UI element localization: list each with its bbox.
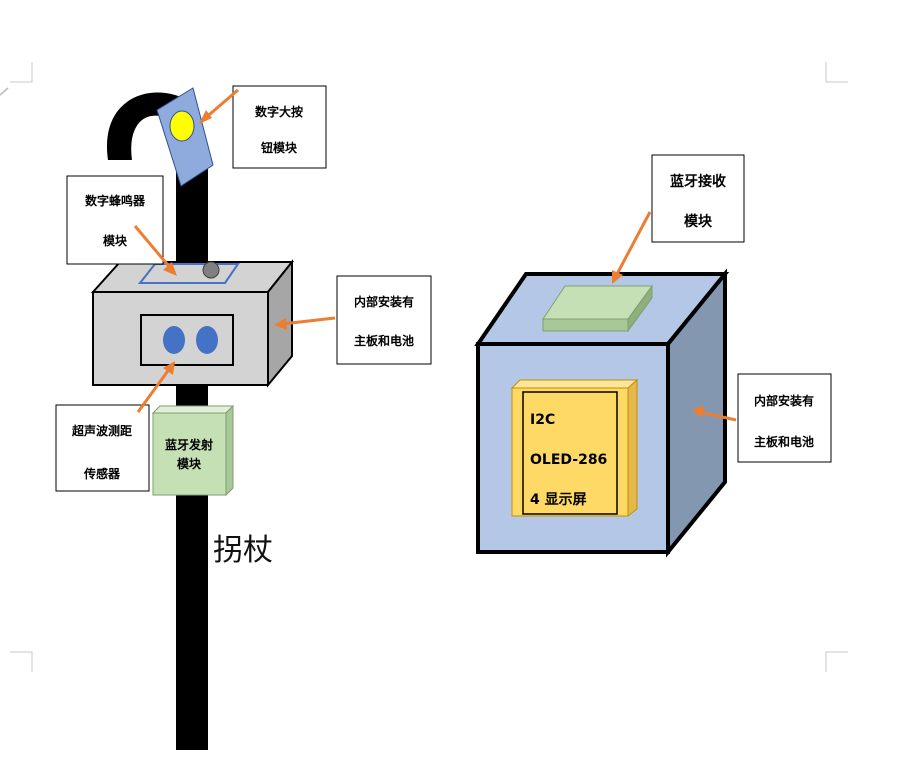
display-line3: 4 显示屏 [530, 492, 587, 508]
cane-title: 拐杖 [213, 533, 273, 568]
arrow-buzzer [133, 225, 174, 271]
cane-internal-line2: 主板和电池 [354, 333, 414, 348]
receiver-arrows [612, 211, 737, 422]
label-button-module: 数字大按 钮模块 [232, 85, 327, 169]
cane-arrows [133, 88, 336, 413]
button-module [156, 87, 214, 187]
arrow-receiver-internal [699, 410, 737, 422]
label-bt-receive: 蓝牙接收 模块 [651, 154, 745, 243]
button-module-line2: 钮模块 [261, 140, 298, 155]
page-corner-marks [10, 62, 848, 672]
ultrasonic-line2: 传感器 [83, 466, 121, 481]
buzzer-module-line1: 数字蜂鸣器 [85, 193, 146, 208]
receiver-internal-line1: 内部安装有 [754, 393, 814, 408]
display-line1: I2C [530, 412, 555, 428]
receiver-cube: I2C OLED-286 4 显示屏 [474, 268, 730, 558]
arrow-cane-internal [281, 316, 336, 326]
label-cane-internal: 内部安装有 主板和电池 [336, 275, 432, 365]
cane-main-box [90, 259, 295, 388]
buzzer-outline [137, 263, 240, 284]
bt-transmit-line1: 蓝牙发射 [165, 437, 213, 452]
cane-internal-line1: 内部安装有 [354, 294, 414, 309]
buzzer-dot [202, 261, 220, 279]
bt-transmit-line2: 模块 [177, 456, 202, 471]
receiver-internal-line2: 主板和电池 [754, 434, 814, 449]
arrow-bt-receive [614, 211, 652, 277]
label-ultrasonic: 超声波测距 传感器 [55, 404, 150, 492]
oled-display: I2C OLED-286 4 显示屏 [510, 378, 639, 518]
label-receiver-internal: 内部安装有 主板和电池 [737, 373, 832, 463]
ultrasonic-eye-left [163, 326, 185, 354]
ultrasonic-eye-right [196, 326, 218, 354]
display-line2: OLED-286 [530, 452, 607, 468]
bt-receive-line2: 模块 [684, 213, 713, 230]
ultrasonic-frame [140, 314, 234, 366]
edge-tick [0, 87, 9, 96]
label-buzzer-module: 数字蜂鸣器 模块 [66, 175, 164, 265]
arrow-ultrasonic [136, 367, 172, 413]
big-button [169, 110, 195, 142]
bt-transmit-module: 蓝牙发射 模块 [151, 404, 235, 497]
bt-receive-module [542, 284, 653, 333]
ultrasonic-line1: 超声波测距 [71, 423, 132, 438]
main-box-top [90, 261, 295, 293]
buzzer-module-line2: 模块 [103, 233, 128, 248]
bt-receive-line1: 蓝牙接收 [670, 173, 727, 190]
button-module-line1: 数字大按 [255, 104, 303, 119]
